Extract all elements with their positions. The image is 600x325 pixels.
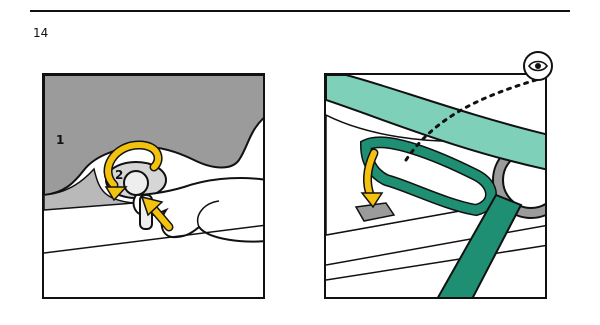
strap-top xyxy=(326,75,545,171)
push-arrowhead xyxy=(140,195,164,217)
eye-icon xyxy=(523,51,553,81)
inspect-badge xyxy=(522,50,554,82)
illustration-panel-belt-route xyxy=(324,73,547,299)
release-knob xyxy=(123,170,149,196)
callout-1: 1 xyxy=(56,133,65,147)
seat-underside xyxy=(44,167,135,211)
sight-line xyxy=(404,78,538,162)
illustration-panel-release-knob xyxy=(42,73,265,299)
floor-line xyxy=(44,224,263,254)
strap-lower xyxy=(437,193,523,297)
belt-route-illustration xyxy=(326,75,545,297)
belt-clip xyxy=(354,202,396,222)
page-number: 14 xyxy=(33,26,49,40)
route-arrowhead xyxy=(360,192,384,209)
push-arrow xyxy=(149,204,172,230)
rotate-arrow xyxy=(105,141,162,188)
release-knob-illustration xyxy=(44,75,263,254)
rotate-arrowhead xyxy=(104,186,128,202)
callout-2: 2 xyxy=(115,168,124,182)
top-rule xyxy=(30,10,570,12)
strap-loop xyxy=(361,137,496,215)
seat-shell xyxy=(44,75,263,197)
